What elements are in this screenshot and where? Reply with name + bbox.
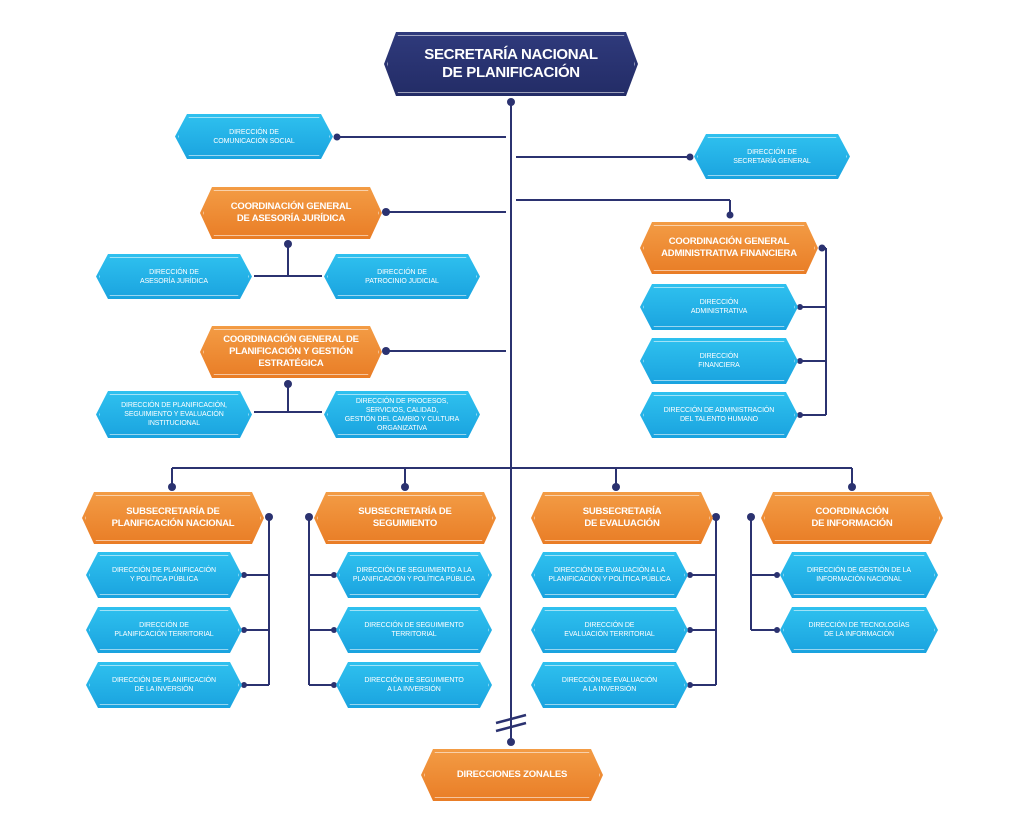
planificacion-politica-publica-node[interactable]: DIRECCIÓN DE PLANIFICACIÓN Y POLÍTICA PÚ…	[86, 552, 242, 598]
administrativa-financiera-coordination-node[interactable]: COORDINACIÓN GENERAL ADMINISTRATIVA FINA…	[640, 222, 818, 274]
direccion-financiera-label: DIRECCIÓN FINANCIERA	[698, 353, 740, 369]
comunicacion-social-label: DIRECCIÓN DE COMUNICACIÓN SOCIAL	[213, 128, 295, 145]
seguimiento-inversion-label: DIRECCIÓN DE SEGUIMIENTO A LA INVERSIÓN	[364, 677, 464, 693]
planificacion-territorial-label: DIRECCIÓN DE PLANIFICACIÓN TERRITORIAL	[114, 622, 214, 638]
direcciones-zonales-label: DIRECCIONES ZONALES	[456, 769, 568, 780]
direcciones-zonales-node[interactable]: DIRECCIONES ZONALES	[421, 749, 603, 801]
asesoria-juridica-direction-node[interactable]: DIRECCIÓN DE ASESORÍA JURÍDICA	[96, 254, 252, 299]
planificacion-institucional-label: DIRECCIÓN DE PLANIFICACIÓN, SEGUIMIENTO …	[121, 402, 227, 427]
planificacion-territorial-node[interactable]: DIRECCIÓN DE PLANIFICACIÓN TERRITORIAL	[86, 607, 242, 653]
sub-seguimiento-node[interactable]: SUBSECRETARÍA DE SEGUIMIENTO	[314, 492, 496, 544]
evaluacion-territorial-node[interactable]: DIRECCIÓN DE EVALUACIÓN TERRITORIAL	[531, 607, 688, 653]
planificacion-inversion-node[interactable]: DIRECCIÓN DE PLANIFICACIÓN DE LA INVERSI…	[86, 662, 242, 708]
evaluacion-inversion-node[interactable]: DIRECCIÓN DE EVALUACIÓN A LA INVERSIÓN	[531, 662, 688, 708]
sub-planificacion-nacional-node[interactable]: SUBSECRETARÍA DE PLANIFICACIÓN NACIONAL	[82, 492, 264, 544]
seguimiento-territorial-node[interactable]: DIRECCIÓN DE SEGUIMIENTO TERRITORIAL	[336, 607, 492, 653]
informacion-nacional-node[interactable]: DIRECCIÓN DE GESTIÓN DE LA INFORMACIÓN N…	[780, 552, 938, 598]
administrativa-financiera-coordination-label: COORDINACIÓN GENERAL ADMINISTRATIVA FINA…	[661, 236, 797, 259]
seguimiento-politica-publica-label: DIRECCIÓN DE SEGUIMIENTO A LA PLANIFICAC…	[352, 567, 476, 583]
evaluacion-politica-publica-node[interactable]: DIRECCIÓN DE EVALUACIÓN A LA PLANIFICACI…	[531, 552, 688, 598]
evaluacion-politica-publica-label: DIRECCIÓN DE EVALUACIÓN A LA PLANIFICACI…	[548, 567, 671, 583]
tecnologias-informacion-node[interactable]: DIRECCIÓN DE TECNOLOGÍAS DE LA INFORMACI…	[780, 607, 938, 653]
patrocinio-judicial-node[interactable]: DIRECCIÓN DE PATROCINIO JUDICIAL	[324, 254, 480, 299]
tecnologias-informacion-label: DIRECCIÓN DE TECNOLOGÍAS DE LA INFORMACI…	[808, 622, 910, 638]
informacion-nacional-label: DIRECCIÓN DE GESTIÓN DE LA INFORMACIÓN N…	[807, 567, 911, 583]
comunicacion-social-node[interactable]: DIRECCIÓN DE COMUNICACIÓN SOCIAL	[175, 114, 333, 159]
secretaria-general-label: DIRECCIÓN DE SECRETARÍA GENERAL	[733, 148, 811, 165]
secretaria-general-node[interactable]: DIRECCIÓN DE SECRETARÍA GENERAL	[694, 134, 850, 179]
planificacion-gestion-coordination-label: COORDINACIÓN GENERAL DE PLANIFICACIÓN Y …	[223, 334, 359, 369]
direccion-administrativa-label: DIRECCIÓN ADMINISTRATIVA	[690, 299, 748, 315]
seguimiento-inversion-node[interactable]: DIRECCIÓN DE SEGUIMIENTO A LA INVERSIÓN	[336, 662, 492, 708]
planificacion-politica-publica-label: DIRECCIÓN DE PLANIFICACIÓN Y POLÍTICA PÚ…	[112, 567, 216, 583]
sub-evaluacion-label: SUBSECRETARÍA DE EVALUACIÓN	[582, 506, 662, 529]
secretaria-nacional-label: SECRETARÍA NACIONAL DE PLANIFICACIÓN	[424, 46, 598, 81]
sub-evaluacion-node[interactable]: SUBSECRETARÍA DE EVALUACIÓN	[531, 492, 713, 544]
planificacion-institucional-node[interactable]: DIRECCIÓN DE PLANIFICACIÓN, SEGUIMIENTO …	[96, 391, 252, 438]
planificacion-gestion-coordination-node[interactable]: COORDINACIÓN GENERAL DE PLANIFICACIÓN Y …	[200, 326, 382, 378]
direccion-administrativa-node[interactable]: DIRECCIÓN ADMINISTRATIVA	[640, 284, 798, 330]
evaluacion-territorial-label: DIRECCIÓN DE EVALUACIÓN TERRITORIAL	[564, 622, 655, 638]
asesoria-juridica-direction-label: DIRECCIÓN DE ASESORÍA JURÍDICA	[140, 268, 208, 285]
planificacion-inversion-label: DIRECCIÓN DE PLANIFICACIÓN DE LA INVERSI…	[112, 677, 216, 693]
procesos-servicios-label: DIRECCIÓN DE PROCESOS, SERVICIOS, CALIDA…	[344, 397, 460, 432]
asesoria-juridica-coordination-label: COORDINACIÓN GENERAL DE ASESORÍA JURÍDIC…	[230, 201, 352, 224]
sub-planificacion-nacional-label: SUBSECRETARÍA DE PLANIFICACIÓN NACIONAL	[111, 506, 235, 529]
coordinacion-informacion-label: COORDINACIÓN DE INFORMACIÓN	[811, 506, 893, 529]
seguimiento-territorial-label: DIRECCIÓN DE SEGUIMIENTO TERRITORIAL	[364, 622, 464, 638]
talento-humano-label: DIRECCIÓN DE ADMINISTRACIÓN DEL TALENTO …	[663, 407, 775, 423]
seguimiento-politica-publica-node[interactable]: DIRECCIÓN DE SEGUIMIENTO A LA PLANIFICAC…	[336, 552, 492, 598]
procesos-servicios-node[interactable]: DIRECCIÓN DE PROCESOS, SERVICIOS, CALIDA…	[324, 391, 480, 438]
coordinacion-informacion-node[interactable]: COORDINACIÓN DE INFORMACIÓN	[761, 492, 943, 544]
evaluacion-inversion-label: DIRECCIÓN DE EVALUACIÓN A LA INVERSIÓN	[561, 677, 658, 693]
sub-seguimiento-label: SUBSECRETARÍA DE SEGUIMIENTO	[358, 506, 452, 529]
asesoria-juridica-coordination-node[interactable]: COORDINACIÓN GENERAL DE ASESORÍA JURÍDIC…	[200, 187, 382, 239]
secretaria-nacional-node[interactable]: SECRETARÍA NACIONAL DE PLANIFICACIÓN	[384, 32, 638, 96]
direccion-financiera-node[interactable]: DIRECCIÓN FINANCIERA	[640, 338, 798, 384]
talento-humano-node[interactable]: DIRECCIÓN DE ADMINISTRACIÓN DEL TALENTO …	[640, 392, 798, 438]
patrocinio-judicial-label: DIRECCIÓN DE PATROCINIO JUDICIAL	[365, 268, 439, 285]
